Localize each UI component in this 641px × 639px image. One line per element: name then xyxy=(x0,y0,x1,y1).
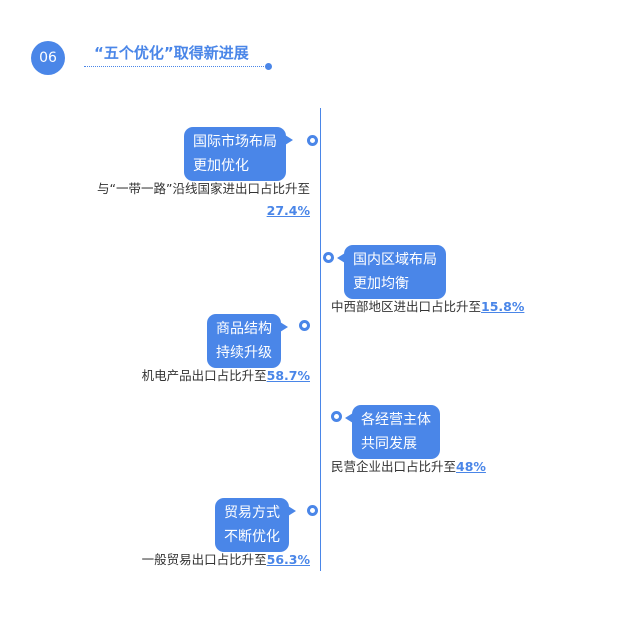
item-2-node xyxy=(323,252,334,263)
item-3-value: 58.7% xyxy=(266,368,310,383)
item-2-value: 15.8% xyxy=(481,299,525,314)
item-2-title-line-1: 国内区域布局 xyxy=(353,252,437,268)
item-1-title-line-2: 更加优化 xyxy=(193,158,249,174)
item-5-node xyxy=(307,505,318,516)
item-4-title-bubble: 各经营主体 共同发展 xyxy=(345,405,440,459)
item-1-title-bubble: 国际市场布局 更加优化 xyxy=(184,127,293,181)
item-4-value: 48% xyxy=(456,459,486,474)
item-3-title-bubble: 商品结构 持续升级 xyxy=(207,314,288,368)
item-3-desc-line-1: 机电产品出口占比升至 xyxy=(141,368,267,383)
item-5-value: 56.3% xyxy=(266,552,310,567)
item-1-node xyxy=(307,135,318,146)
item-3-title-line-1: 商品结构 xyxy=(216,321,272,337)
item-5-description: 一般贸易出口占比升至56.3% xyxy=(142,549,310,571)
item-4-desc-line-1: 民营企业出口占比升至 xyxy=(331,459,457,474)
item-5-desc-line-1: 一般贸易出口占比升至 xyxy=(141,552,267,567)
item-2-description: 中西部地区进出口占比升至15.8% xyxy=(331,296,524,318)
item-3-title-line-2: 持续升级 xyxy=(216,345,272,361)
section-title: “五个优化”取得新进展 xyxy=(94,44,249,62)
item-5-title-bubble: 贸易方式 不断优化 xyxy=(215,498,296,552)
item-1-desc-line-1: 与“一带一路”沿线国家进出口占比升至 xyxy=(97,181,310,196)
item-4-title-line-2: 共同发展 xyxy=(361,436,417,452)
title-underline-dot xyxy=(265,63,272,70)
timeline-axis xyxy=(320,108,321,571)
item-4-title-line-1: 各经营主体 xyxy=(361,412,431,428)
item-5-title-line-1: 贸易方式 xyxy=(224,505,280,521)
item-3-node xyxy=(299,320,310,331)
item-4-node xyxy=(331,411,342,422)
item-4-description: 民营企业出口占比升至48% xyxy=(331,456,486,478)
item-1-description: 与“一带一路”沿线国家进出口占比升至 27.4% xyxy=(97,178,310,222)
item-1-value: 27.4% xyxy=(266,203,310,218)
item-1-title-line-1: 国际市场布局 xyxy=(193,134,277,150)
title-underline xyxy=(84,66,268,67)
item-2-title-line-2: 更加均衡 xyxy=(353,276,409,292)
item-3-description: 机电产品出口占比升至58.7% xyxy=(142,365,310,387)
section-number-badge: 06 xyxy=(31,41,65,75)
item-5-title-line-2: 不断优化 xyxy=(224,529,280,545)
item-2-title-bubble: 国内区域布局 更加均衡 xyxy=(337,245,446,299)
item-2-desc-line-1: 中西部地区进出口占比升至 xyxy=(331,299,482,314)
